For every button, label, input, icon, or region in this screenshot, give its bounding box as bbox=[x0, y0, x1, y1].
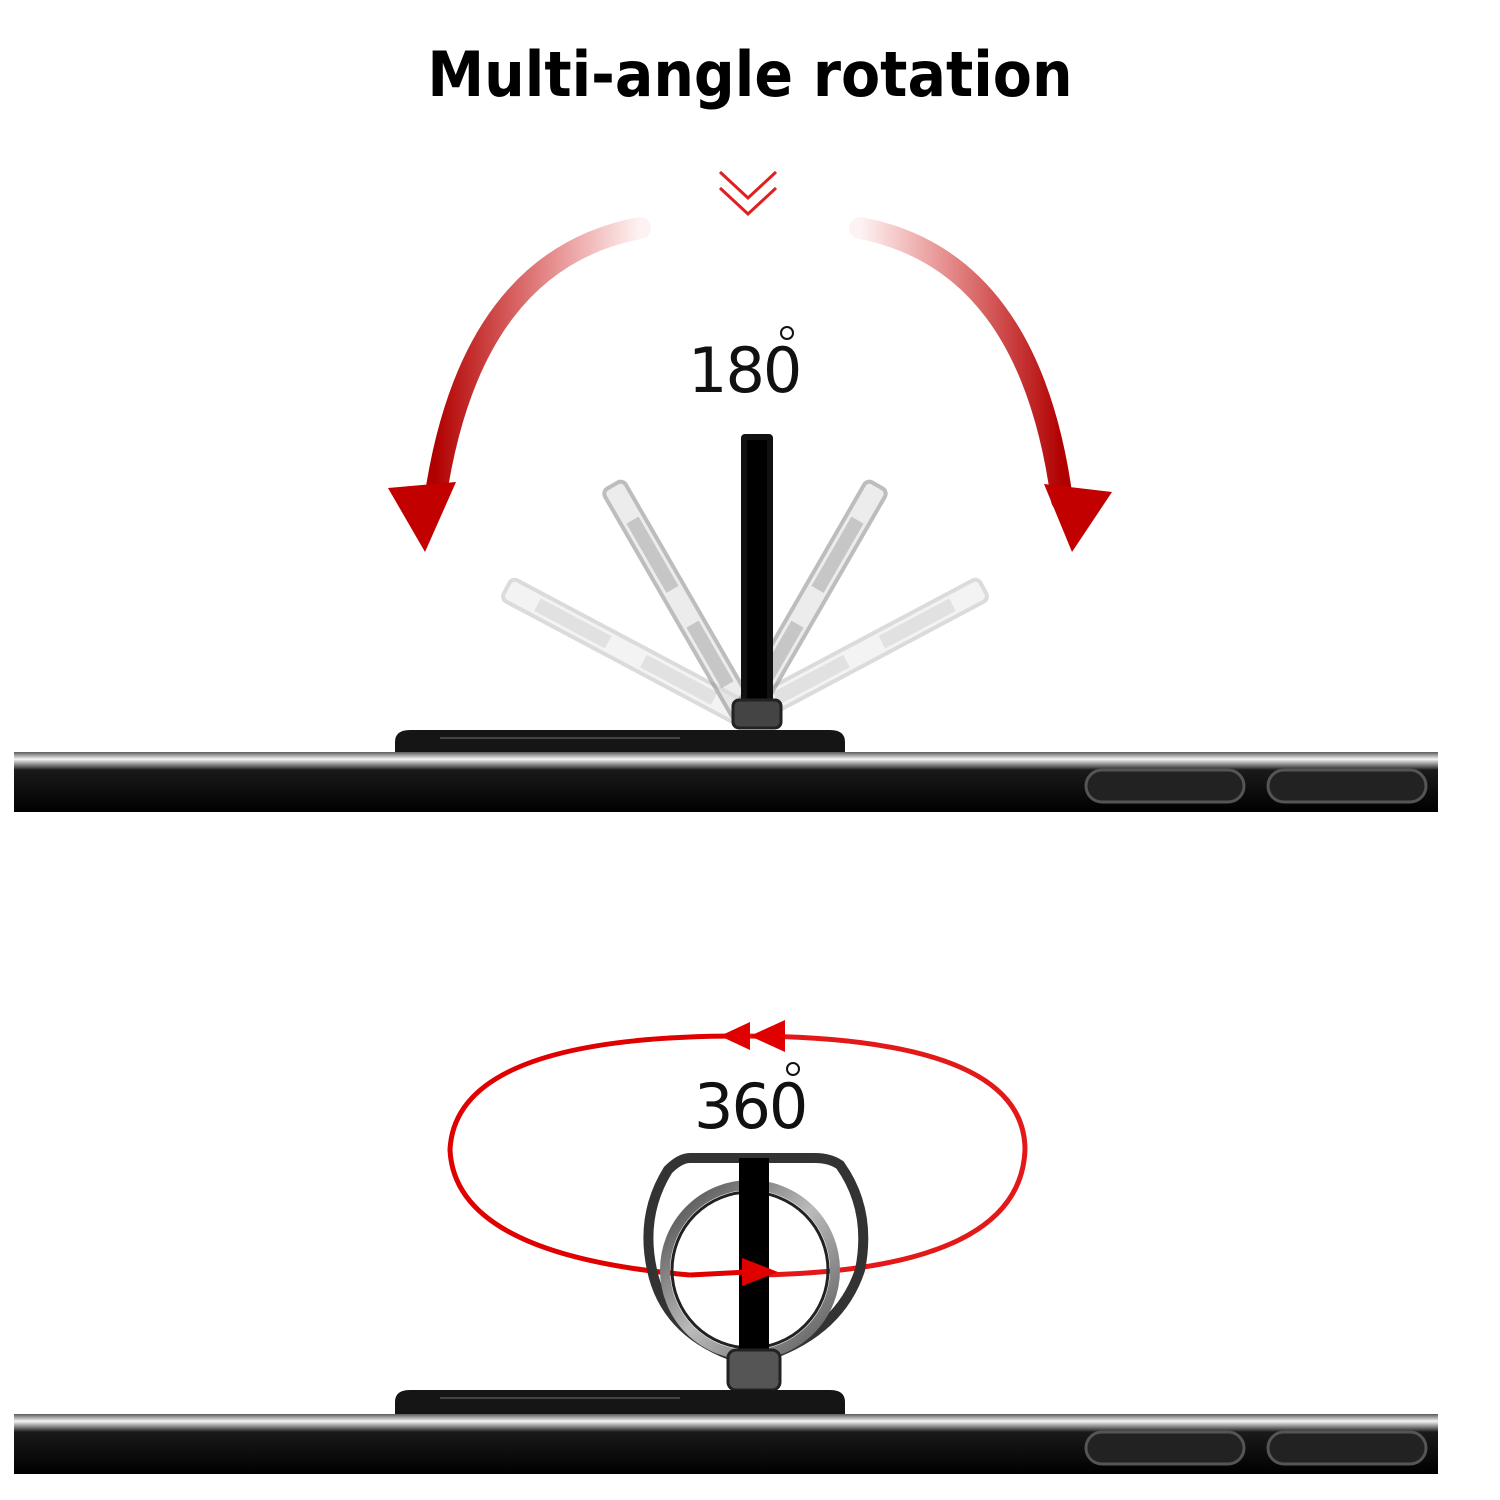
phone-side bbox=[14, 752, 1438, 812]
base-plate-bottom bbox=[395, 1390, 845, 1414]
chevron-double-down-icon bbox=[718, 170, 778, 217]
angle-360-label: 360 bbox=[694, 1070, 808, 1143]
degree-symbol-icon bbox=[786, 1062, 800, 1076]
bottom-panel bbox=[14, 1020, 1438, 1474]
ring-holder bbox=[643, 1153, 869, 1418]
degree-symbol-icon bbox=[780, 326, 794, 340]
angle-180-label: 180 bbox=[688, 334, 802, 407]
page-title: Multi-angle rotation bbox=[427, 38, 1073, 111]
top-panel bbox=[14, 170, 1438, 812]
circular-rotation-arrow-icon bbox=[689, 1020, 785, 1286]
curved-arrows-icon bbox=[388, 217, 1112, 552]
ghost-ring-positions-mid bbox=[602, 479, 888, 721]
upright-ring-holder bbox=[731, 434, 783, 730]
base-plate bbox=[395, 730, 845, 752]
phone-side-bottom bbox=[14, 1414, 1438, 1474]
